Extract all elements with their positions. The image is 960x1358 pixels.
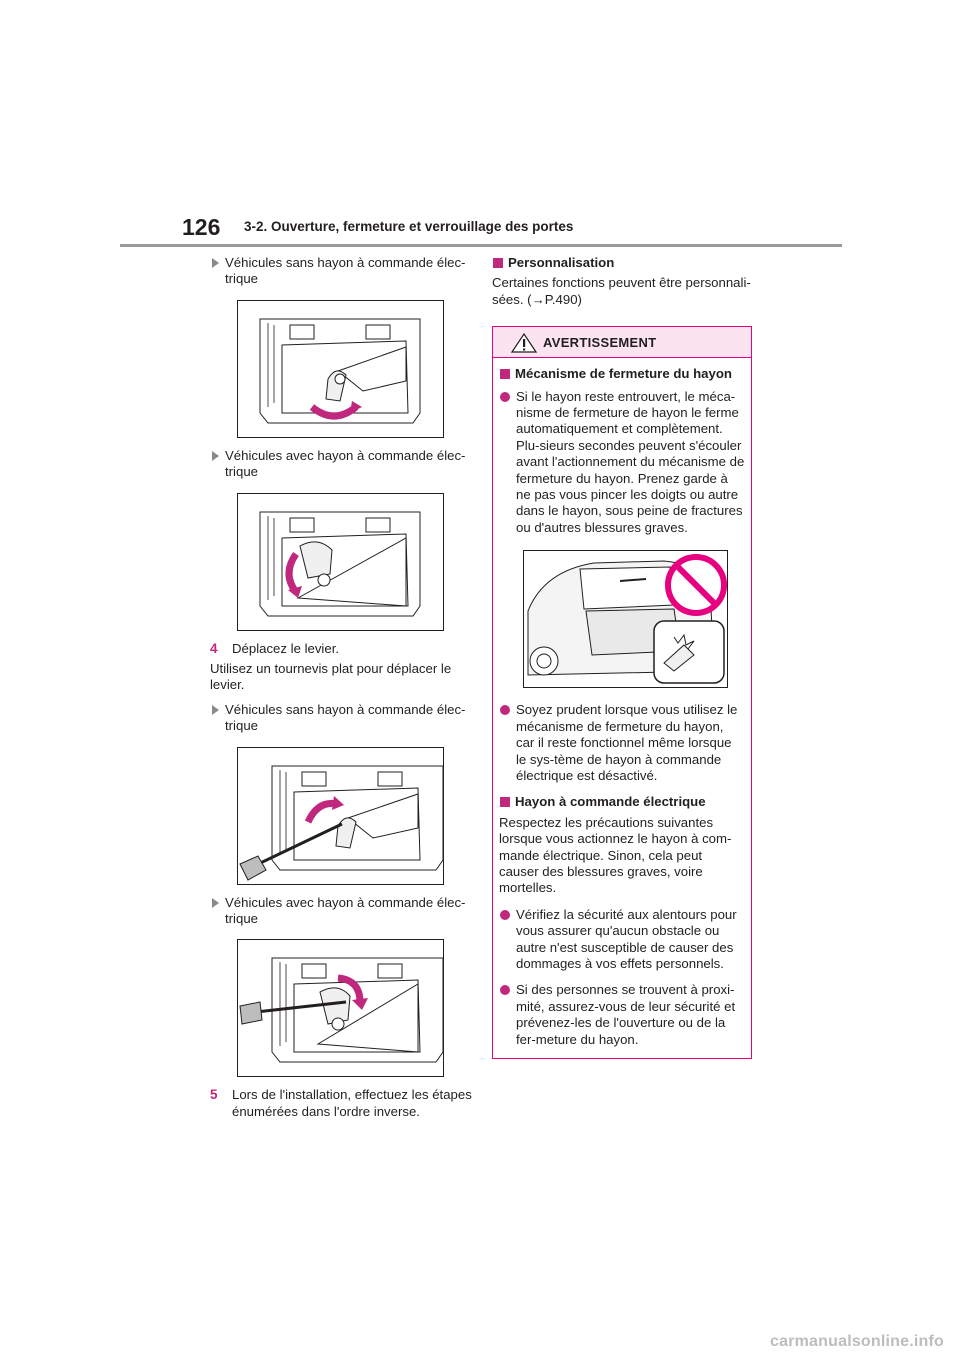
warning-heading-closing: Mécanisme de fermeture du hayon xyxy=(499,366,745,382)
warning-heading-power: Hayon à commande électrique xyxy=(499,794,745,810)
warning-header: AVERTISSEMENT xyxy=(493,327,751,359)
step-4: 4 Déplacez le levier. xyxy=(210,641,472,657)
figure-pinch-warning xyxy=(523,550,728,689)
triangle-bullet-icon xyxy=(212,704,219,715)
item-text: Véhicules avec hayon à commande élec-tri… xyxy=(225,447,466,480)
dot-bullet-icon xyxy=(500,985,510,996)
warning-body: Mécanisme de fermeture du hayon Si le ha… xyxy=(493,358,751,1058)
header-rule xyxy=(120,244,842,247)
list-item: Vérifiez la sécurité aux alentours pour … xyxy=(499,907,745,973)
personnalisation-body: Certaines fonctions peuvent être personn… xyxy=(492,275,751,307)
list-item: Si des personnes se trouvent à proxi-mit… xyxy=(499,982,745,1048)
page-number: 126 xyxy=(182,214,221,240)
step-text: Déplacez le levier. xyxy=(232,640,340,656)
list-item: Si le hayon reste entrouvert, le méca-ni… xyxy=(499,389,745,537)
step-number: 4 xyxy=(210,640,218,656)
square-bullet-icon xyxy=(500,369,510,380)
list-item: Véhicules sans hayon à commande élec-tri… xyxy=(210,255,472,288)
item-text: Véhicules sans hayon à commande élec-tri… xyxy=(225,701,466,734)
figure-power-lever-closed xyxy=(237,492,444,631)
section-title: 3-2. Ouverture, fermeture et verrouillag… xyxy=(244,219,574,234)
figure-manual-lever-screwdriver xyxy=(237,746,444,885)
list-item: Soyez prudent lorsque vous utilisez le m… xyxy=(499,702,745,784)
figure-manual-lever-closed xyxy=(237,299,444,438)
personnalisation-heading: Personnalisation xyxy=(492,255,752,271)
item-text: Véhicules sans hayon à commande élec-tri… xyxy=(225,255,466,287)
warning-triangle-icon xyxy=(511,333,537,353)
triangle-bullet-icon xyxy=(212,450,219,461)
watermark: carmanualsonline.info xyxy=(770,1333,945,1350)
step-body: Utilisez un tournevis plat pour déplacer… xyxy=(210,661,452,693)
list-item: Véhicules sans hayon à commande élec-tri… xyxy=(210,702,472,735)
triangle-bullet-icon xyxy=(212,258,219,268)
warning-paragraph: Respectez les précautions suivantes lors… xyxy=(499,814,732,896)
figure-power-lever-screwdriver xyxy=(237,939,444,1078)
square-bullet-icon xyxy=(493,258,503,268)
square-bullet-icon xyxy=(500,797,510,808)
step-number: 5 xyxy=(210,1087,218,1103)
list-item: Véhicules avec hayon à commande élec-tri… xyxy=(210,448,472,481)
dot-bullet-icon xyxy=(500,391,510,402)
item-text: Véhicules avec hayon à commande élec-tri… xyxy=(225,894,466,927)
step-5: 5 Lors de l'installation, effectuez les … xyxy=(210,1087,472,1120)
warning-box: AVERTISSEMENT Mécanisme de fermeture du … xyxy=(492,326,752,1059)
triangle-bullet-icon xyxy=(212,897,219,908)
dot-bullet-icon xyxy=(500,705,510,716)
step-text: Lors de l'installation, effectuez les ét… xyxy=(232,1087,472,1119)
dot-bullet-icon xyxy=(500,909,510,920)
left-column: Véhicules sans hayon à commande élec-tri… xyxy=(210,255,472,1120)
warning-title: AVERTISSEMENT xyxy=(543,335,657,351)
right-column: Personnalisation Certaines fonctions peu… xyxy=(492,255,752,1059)
list-item: Véhicules avec hayon à commande élec-tri… xyxy=(210,895,472,928)
